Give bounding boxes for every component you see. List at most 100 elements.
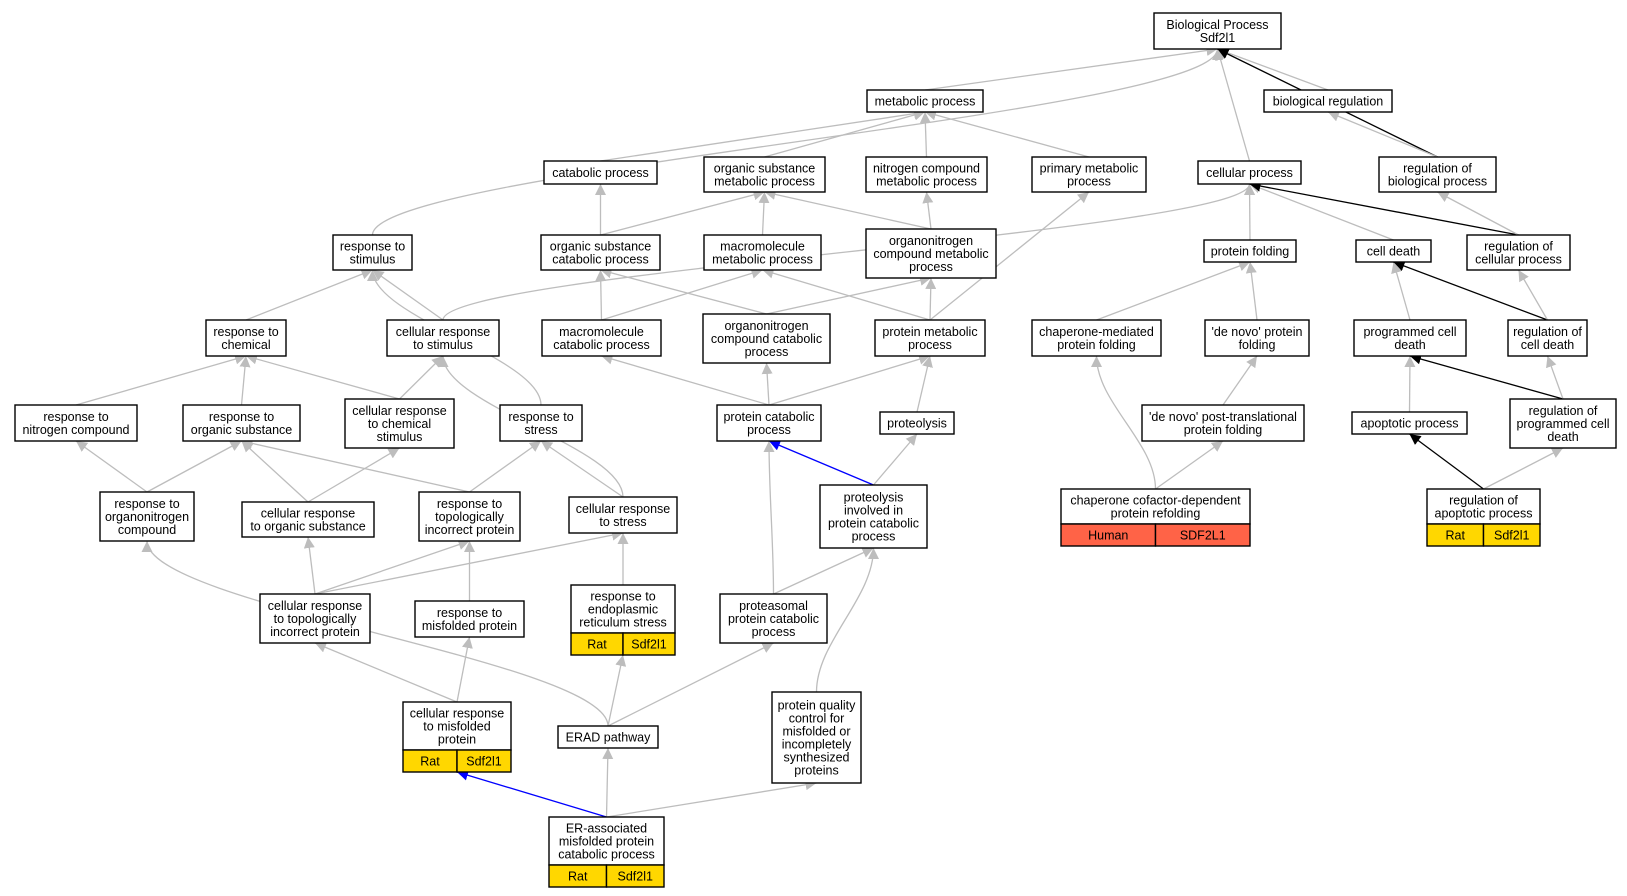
go-term-protfold[interactable]: protein folding: [1203, 239, 1297, 263]
term-box: [1355, 239, 1432, 263]
edge-denovopost-to-denovo: [1222, 355, 1258, 406]
edge-resporganonitro-to-resporgsub: [146, 440, 242, 493]
term-label-line: misfolded protein: [422, 619, 517, 633]
edge-regdeath-to-celldeath: [1393, 260, 1548, 321]
edge-regcell-to-regbio: [1437, 191, 1519, 236]
edge-macrocat-to-macromet: [601, 268, 763, 321]
edge-nitrocomp-to-metabolic: [919, 111, 931, 158]
edge-chapcofactor-to-denovopost: [1155, 440, 1224, 490]
edge-protcat-to-organonitrocat: [761, 362, 773, 406]
term-label-line: to misfolded: [423, 720, 490, 734]
term-label-line: process: [747, 423, 791, 437]
edge-macrocat-to-orgsubcat: [595, 269, 607, 321]
term-label-line: stimulus: [377, 430, 423, 444]
edge-metabolic-to-bp: [924, 45, 1218, 91]
term-box: [874, 319, 986, 357]
go-term-metabolic[interactable]: metabolic process: [866, 89, 984, 113]
term-label-line: to organic substance: [250, 520, 365, 534]
term-label-line: macromolecule: [720, 240, 805, 254]
edge-catabolic-to-metabolic: [600, 108, 926, 162]
edge-orgsubcat-to-orgsubmet: [600, 189, 765, 236]
term-box: [386, 319, 500, 357]
term-box: [866, 89, 984, 113]
go-term-catabolic[interactable]: catabolic process: [543, 160, 658, 185]
go-term-erad[interactable]: ERAD pathway: [557, 725, 659, 749]
term-box: [570, 584, 676, 634]
edge-proteasomal-to-proteolysiscat: [773, 547, 874, 595]
term-box: [703, 156, 826, 193]
edge-regapop-to-regprog: [1483, 447, 1564, 490]
go-term-cellular[interactable]: cellular process: [1197, 160, 1302, 185]
term-label-line: compound catabolic: [711, 332, 822, 346]
term-label-line: organic substance: [550, 240, 652, 254]
term-box: [182, 404, 301, 442]
term-box: [568, 496, 678, 534]
edge-ermisfold-to-protqc: [606, 779, 817, 818]
edge-regcell-to-cellular: [1249, 180, 1519, 236]
term-label-line: protein catabolic: [828, 517, 919, 531]
term-box: [548, 816, 665, 866]
term-label-line: macromolecule: [559, 325, 644, 339]
go-term-apoptotic[interactable]: apoptotic process: [1351, 411, 1468, 435]
term-label-line: process: [1067, 175, 1111, 189]
go-term-proteolysis[interactable]: proteolysis: [879, 411, 955, 435]
term-label-line: regulation of: [1513, 325, 1582, 339]
term-label-line: protein folding: [1057, 338, 1136, 352]
gene-tag-cell: [456, 749, 512, 773]
term-label-line: process: [745, 345, 789, 359]
edge-chapfold-to-protfold: [1096, 260, 1251, 321]
term-label-line: response to: [437, 606, 502, 620]
term-label-line: protein folding: [1211, 245, 1290, 259]
go-term-celldeath[interactable]: cell death: [1355, 239, 1432, 263]
term-label-line: response to: [213, 325, 278, 339]
term-box: [1203, 239, 1297, 263]
term-box: [543, 160, 658, 185]
term-box: [1153, 12, 1282, 50]
term-box: [1204, 319, 1310, 357]
term-box: [259, 593, 371, 644]
go-term-bioreg[interactable]: biological regulation: [1263, 89, 1393, 113]
term-box: [819, 484, 928, 549]
